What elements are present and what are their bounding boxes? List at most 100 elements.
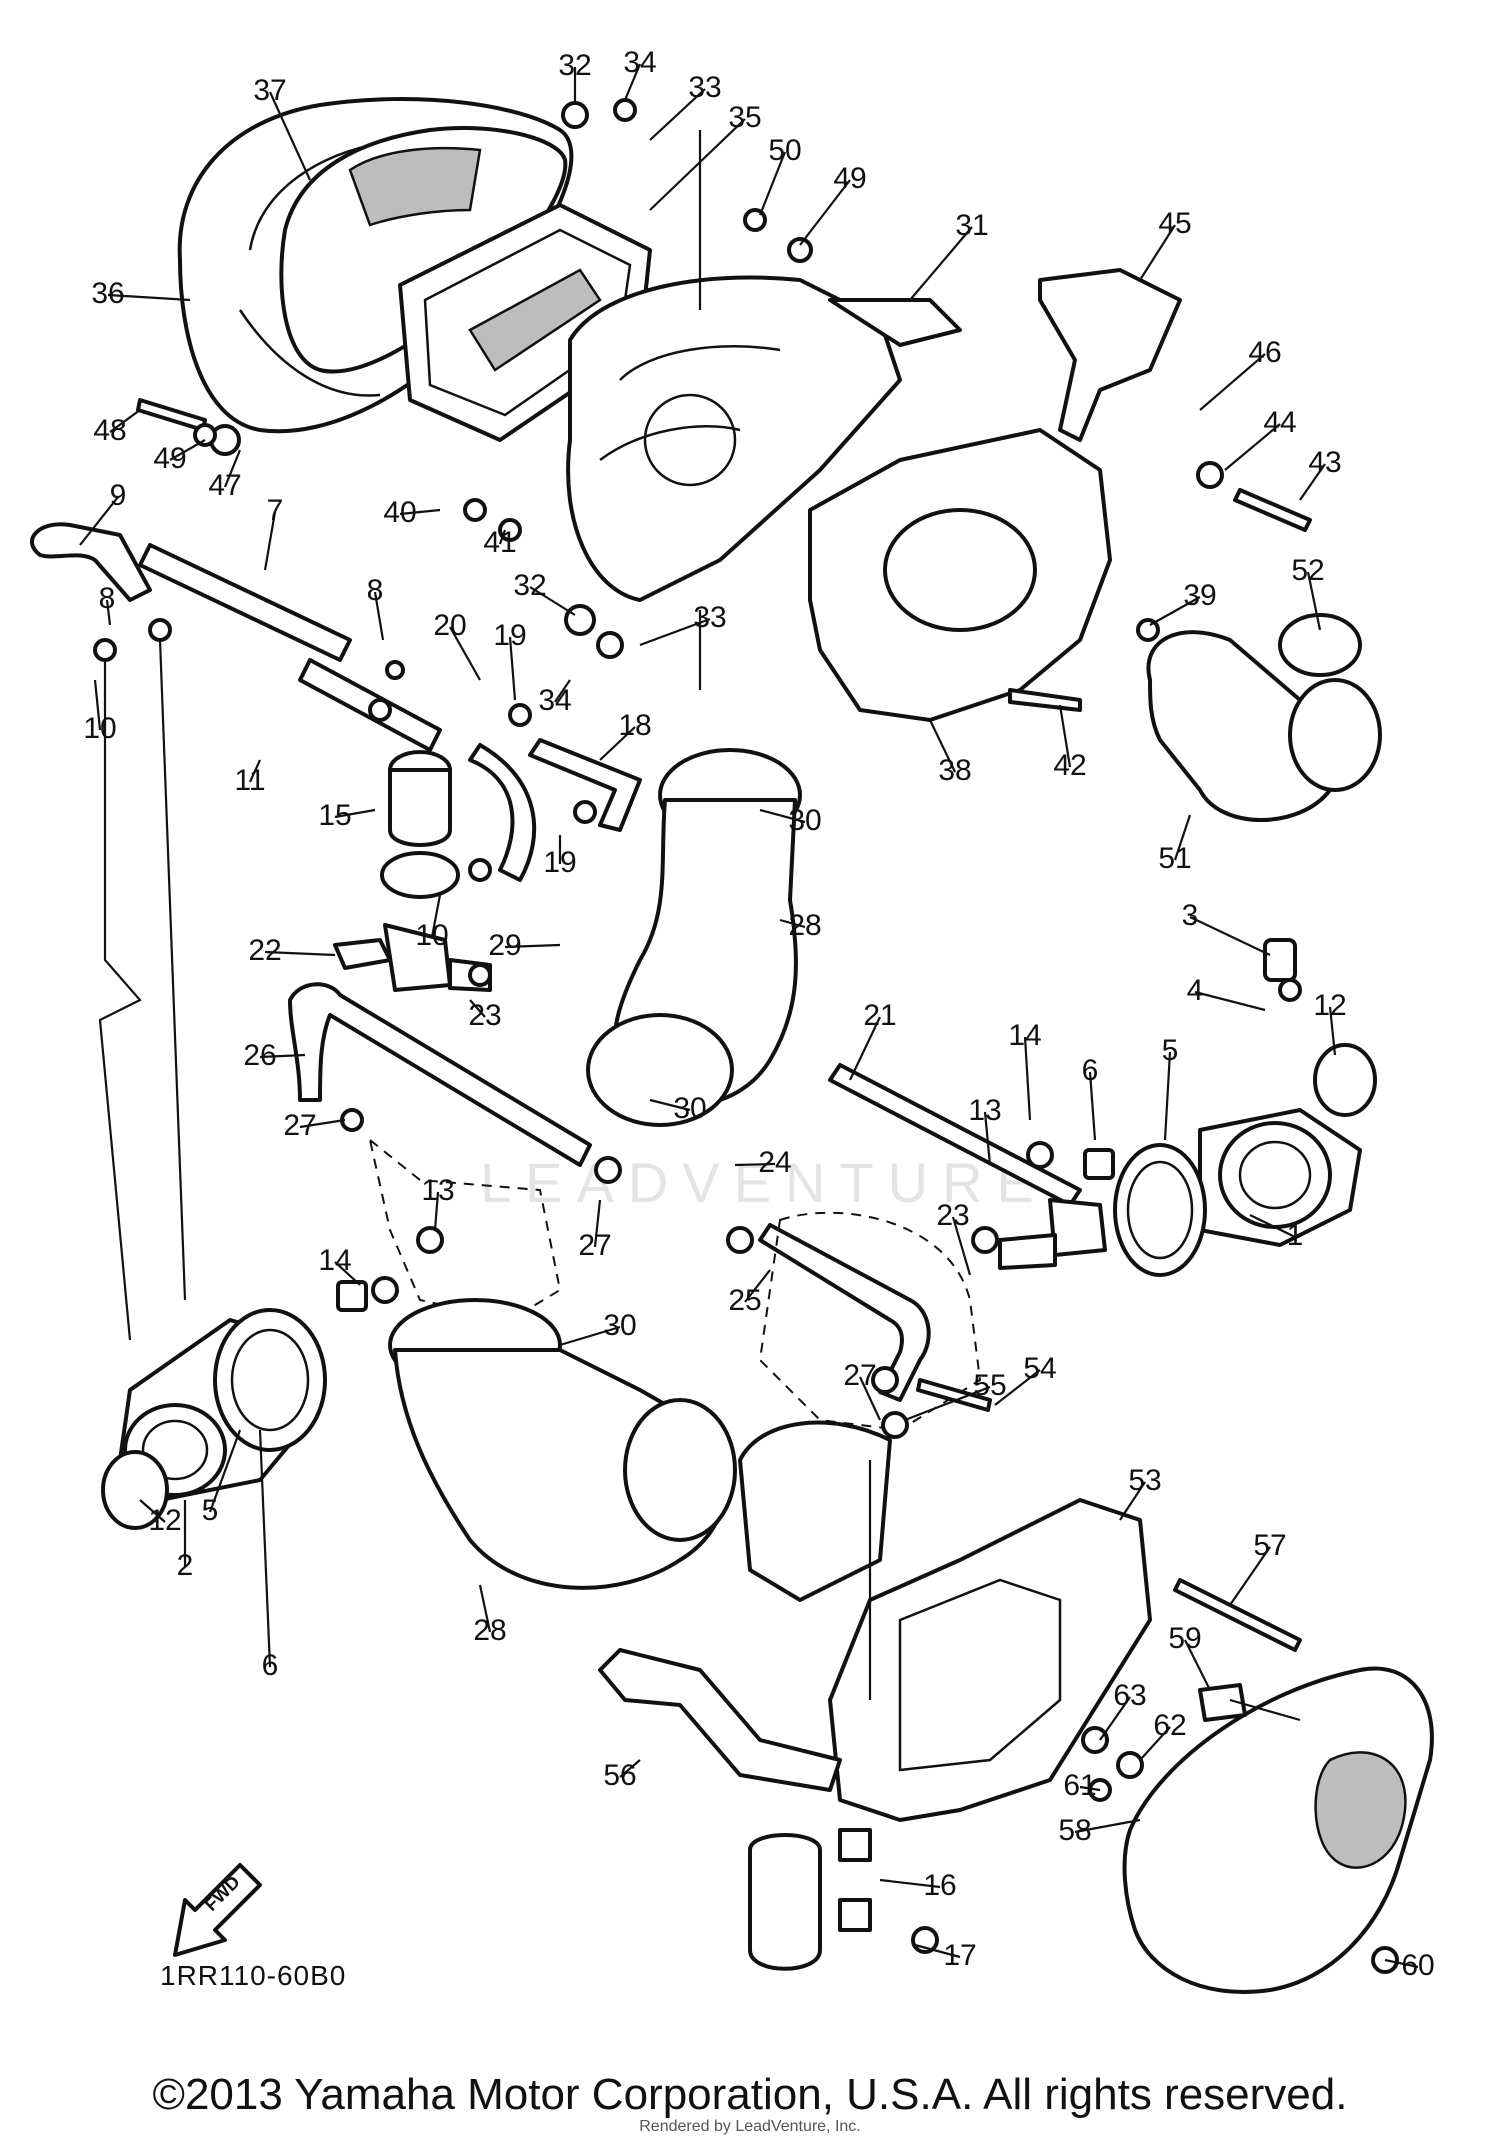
part-callouts: 1234556678891010111212131314141516171819… bbox=[79, 46, 1435, 1982]
leader-line-22 bbox=[264, 950, 336, 957]
leader-line-14 bbox=[1023, 1036, 1032, 1121]
assembly-lines bbox=[98, 130, 1301, 1722]
leader-line-34 bbox=[623, 63, 642, 101]
leader-line-13 bbox=[433, 1191, 440, 1231]
part-number-23: 23 bbox=[468, 999, 501, 1032]
side-cover-58 bbox=[1122, 1666, 1434, 1994]
part-number-32: 32 bbox=[513, 569, 546, 602]
part-number-10: 10 bbox=[83, 712, 116, 745]
part-number-23: 23 bbox=[936, 1199, 969, 1232]
leader-line-30 bbox=[649, 1098, 691, 1112]
part-number-34: 34 bbox=[623, 46, 656, 79]
part-number-40: 40 bbox=[383, 496, 416, 529]
intake-elbow-28-lower bbox=[388, 1298, 737, 1590]
part-number-5: 5 bbox=[202, 1494, 219, 1527]
air-box-31 bbox=[566, 275, 962, 602]
part-number-30: 30 bbox=[788, 804, 821, 837]
leader-line-14 bbox=[334, 1261, 361, 1286]
part-number-28: 28 bbox=[788, 909, 821, 942]
part-number-9: 9 bbox=[110, 479, 127, 512]
fitting-22 bbox=[333, 923, 492, 992]
part-number-13: 13 bbox=[421, 1174, 454, 1207]
leader-line-25 bbox=[744, 1269, 771, 1303]
part-number-34: 34 bbox=[538, 684, 571, 717]
leader-line-55 bbox=[904, 1385, 991, 1422]
intake-elbow-51 bbox=[1146, 613, 1382, 822]
hose-18 bbox=[468, 738, 642, 882]
leader-line-61 bbox=[1079, 1785, 1101, 1792]
leader-line-39 bbox=[1149, 596, 1201, 626]
part-number-33: 33 bbox=[693, 601, 726, 634]
leader-line-47 bbox=[223, 449, 242, 488]
part-number-16: 16 bbox=[923, 1869, 956, 1902]
part-number-63: 63 bbox=[1113, 1679, 1146, 1712]
part-number-6: 6 bbox=[262, 1649, 279, 1682]
leader-line-44 bbox=[1224, 423, 1281, 471]
breather-16 bbox=[748, 1828, 872, 1971]
leader-line-31 bbox=[909, 226, 973, 301]
part-number-47: 47 bbox=[208, 469, 241, 502]
leader-line-46 bbox=[1199, 353, 1266, 411]
leader-line-30 bbox=[559, 1325, 621, 1347]
clamp-5-left bbox=[213, 1308, 327, 1452]
part-number-14: 14 bbox=[318, 1244, 351, 1277]
hose-7 bbox=[138, 543, 442, 752]
part-number-50: 50 bbox=[768, 134, 801, 167]
leader-line-50 bbox=[758, 151, 787, 216]
part-number-14: 14 bbox=[1008, 1019, 1041, 1052]
part-number-30: 30 bbox=[673, 1092, 706, 1125]
part-number-12: 12 bbox=[148, 1504, 181, 1537]
part-number-39: 39 bbox=[1183, 579, 1216, 612]
leader-line-10 bbox=[93, 679, 102, 731]
leader-line-45 bbox=[1139, 224, 1176, 281]
part-number-25: 25 bbox=[728, 1284, 761, 1317]
leader-line-17 bbox=[914, 1943, 961, 1959]
fwd-arrow-icon: FWD bbox=[173, 1863, 262, 1957]
leader-line-11 bbox=[248, 759, 262, 783]
part-number-28: 28 bbox=[473, 1614, 506, 1647]
leader-line-13 bbox=[983, 1111, 992, 1166]
part-number-61: 61 bbox=[1063, 1769, 1096, 1802]
leader-line-57 bbox=[1229, 1546, 1271, 1606]
leader-line-49 bbox=[169, 439, 206, 461]
leader-line-60 bbox=[1384, 1958, 1419, 1969]
part-number-62: 62 bbox=[1153, 1709, 1186, 1742]
leader-line-62 bbox=[1139, 1726, 1171, 1761]
part-number-20: 20 bbox=[433, 609, 466, 642]
part-number-57: 57 bbox=[1253, 1529, 1286, 1562]
leader-line-54 bbox=[994, 1369, 1041, 1406]
part-number-54: 54 bbox=[1023, 1352, 1056, 1385]
part-number-29: 29 bbox=[488, 929, 521, 962]
part-number-59: 59 bbox=[1168, 1622, 1201, 1655]
leader-line-23 bbox=[951, 1216, 972, 1276]
leader-line-63 bbox=[1099, 1696, 1131, 1741]
copyright-notice: ©2013 Yamaha Motor Corporation, U.S.A. A… bbox=[152, 2070, 1348, 2119]
leader-line-7 bbox=[263, 511, 277, 571]
part-number-10: 10 bbox=[415, 919, 448, 952]
part-number-53: 53 bbox=[1128, 1464, 1161, 1497]
part-number-44: 44 bbox=[1263, 406, 1296, 439]
part-number-45: 45 bbox=[1158, 207, 1191, 240]
part-number-4: 4 bbox=[1187, 974, 1204, 1007]
part-number-48: 48 bbox=[93, 414, 126, 447]
leader-line-33 bbox=[649, 88, 706, 141]
part-number-2: 2 bbox=[177, 1549, 194, 1582]
valve-15 bbox=[380, 750, 460, 899]
part-number-60: 60 bbox=[1401, 1949, 1434, 1982]
part-number-18: 18 bbox=[618, 709, 651, 742]
part-number-19: 19 bbox=[543, 846, 576, 879]
part-number-33: 33 bbox=[688, 71, 721, 104]
part-number-27: 27 bbox=[578, 1229, 611, 1262]
air-cleaner-gasket-37 bbox=[279, 126, 568, 374]
leader-line-6 bbox=[258, 1429, 272, 1668]
leader-line-4 bbox=[1194, 990, 1266, 1012]
part-number-1: 1 bbox=[1287, 1219, 1304, 1252]
part-number-35: 35 bbox=[728, 101, 761, 134]
drawing-code: 1RR110-60B0 bbox=[160, 1960, 347, 1991]
intake-elbow-28-upper bbox=[586, 748, 802, 1127]
leader-line-6 bbox=[1088, 1071, 1097, 1141]
leader-line-23 bbox=[469, 999, 486, 1018]
carburetor-outline-2 bbox=[758, 1211, 982, 1432]
leader-line-32 bbox=[529, 586, 576, 616]
